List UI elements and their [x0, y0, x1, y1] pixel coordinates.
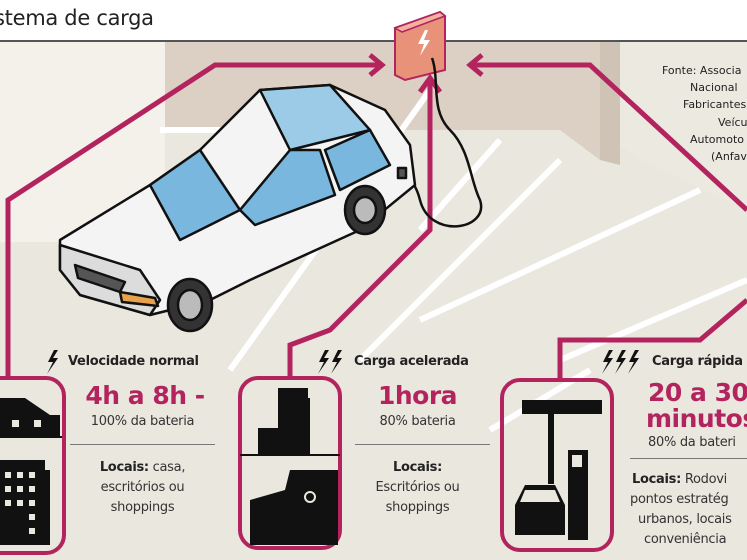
locations-label: Locais:: [632, 472, 681, 487]
locations-text: Rodovi: [684, 472, 727, 487]
battery-level: 80% bateria: [379, 414, 456, 429]
double-lightning-bolt-icon: [318, 350, 342, 374]
electric-car-illustration: [58, 83, 417, 333]
charge-time: 1hora: [377, 381, 458, 410]
battery-level: 100% da bateria: [90, 414, 195, 429]
charge-time: 4h a 8h -: [85, 381, 205, 410]
tall-building-icon: [258, 388, 310, 454]
locations-text: casa,: [152, 460, 186, 475]
locations-text: Escritórios ou: [375, 480, 460, 495]
gas-station-box: [500, 378, 614, 552]
source-line: Fonte: Associa: [662, 64, 742, 77]
connector-lines: [5, 53, 747, 380]
triple-lightning-bolt-icon: [602, 350, 639, 374]
title-divider: [0, 40, 747, 42]
locations-label: Locais:: [99, 460, 149, 475]
source-line: Nacional: [690, 81, 738, 94]
battery-level: 80% da bateri: [648, 435, 736, 450]
office-mall-box: [238, 376, 342, 550]
source-line: Fabricantes: [683, 98, 747, 111]
charge-time: 20 a 30: [648, 378, 747, 407]
divider: [355, 444, 490, 445]
home-office-box: [0, 376, 66, 555]
source-line: (Anfav: [711, 150, 747, 163]
locations-text: urbanos, locais: [638, 512, 732, 527]
gas-station-charger-icon: [515, 400, 602, 540]
page-title: stema de carga: [0, 6, 154, 30]
locations-text: shoppings: [385, 500, 450, 515]
locations: Locais: casa, escritórios ou shoppings: [70, 458, 215, 518]
charge-time: minutos: [646, 404, 747, 433]
mode-heading: Carga rápida: [652, 354, 743, 369]
locations-label: Locais:: [393, 460, 442, 475]
divider: [630, 458, 747, 459]
locations-text: shoppings: [110, 500, 175, 515]
locations-text: pontos estratég: [630, 492, 729, 507]
locations-text: conveniência: [644, 532, 727, 547]
lightning-bolt-icon: [47, 350, 58, 374]
mall-building-icon: [250, 470, 338, 545]
locations: Locais: Escritórios ou shoppings: [350, 458, 485, 518]
locations: Locais: Rodovi pontos estratég urbanos, …: [630, 470, 747, 550]
divider: [70, 444, 215, 445]
source-line: Veícu: [718, 116, 747, 129]
source-line: Automoto: [690, 133, 745, 146]
locations-text: escritórios ou: [100, 480, 185, 495]
house-icon: [0, 398, 60, 437]
mode-heading: Carga acelerada: [354, 354, 469, 369]
mode-heading: Velocidade normal: [68, 354, 199, 369]
